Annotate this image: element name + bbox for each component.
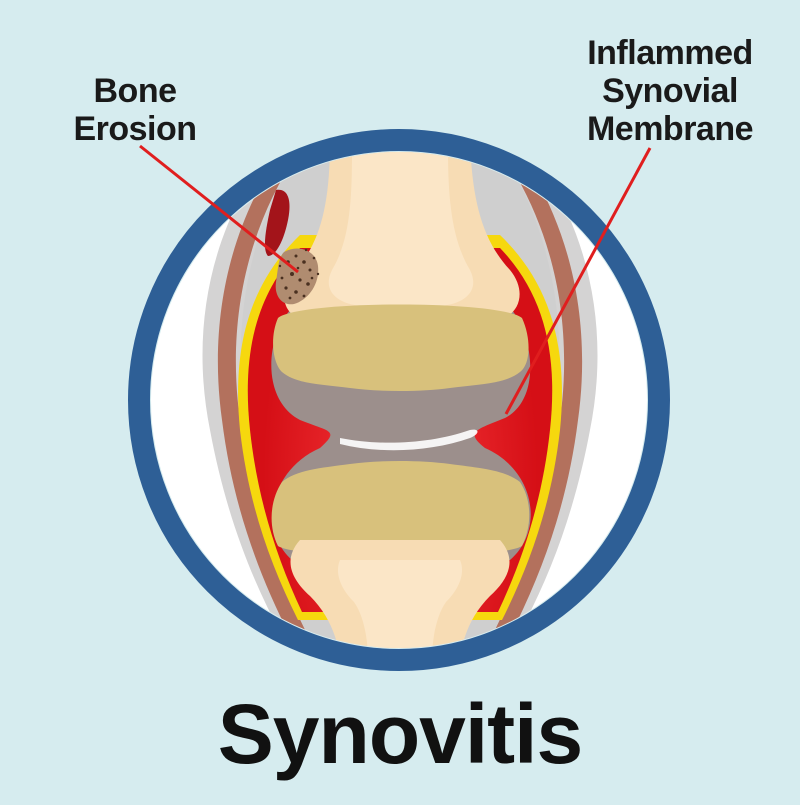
bone-erosion-label-line1: Bone (93, 72, 178, 110)
inflamed-membrane-label: Inflammed Synovial Membrane (555, 34, 785, 148)
lower-cartilage (271, 461, 530, 557)
muscle-left (217, 152, 310, 640)
diagram-title: Synovitis (217, 687, 583, 781)
lower-bone-marrow (337, 560, 463, 648)
inflamed-membrane-label-line1: Inflammed (587, 34, 753, 72)
upper-cartilage (273, 304, 529, 391)
inflamed-membrane-label-line2: Synovial (602, 72, 738, 110)
inflamed-membrane-label-line3: Membrane (586, 110, 754, 148)
bone-erosion-pointer (139, 144, 299, 274)
upper-bone-marrow (328, 152, 474, 306)
membrane-pointer (504, 147, 652, 415)
blood-clot (264, 189, 290, 256)
ring-border (128, 129, 670, 671)
muscle-right (490, 152, 583, 640)
bone-erosion-label-line2: Erosion (73, 110, 197, 148)
joint-space (340, 429, 478, 451)
bone-erosion-label: Bone Erosion (60, 72, 210, 148)
